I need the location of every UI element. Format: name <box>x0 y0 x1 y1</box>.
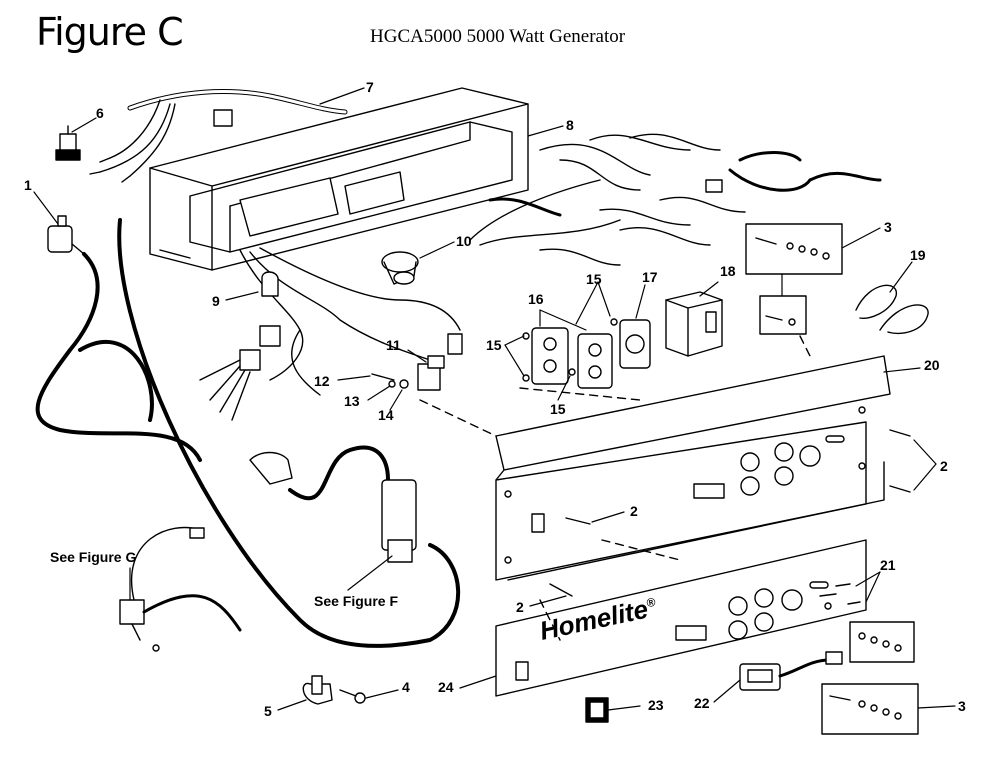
callout-2-b: 2 <box>630 503 638 519</box>
callout-3-b: 3 <box>958 698 966 714</box>
callout-5: 5 <box>264 703 272 719</box>
callout-7: 7 <box>366 79 374 95</box>
part-20-panel-bracket <box>495 355 911 597</box>
callout-13: 13 <box>344 393 360 409</box>
callout-21: 21 <box>880 557 896 573</box>
callout-2-c: 2 <box>516 599 524 615</box>
callout-4: 4 <box>402 679 410 695</box>
callout-18: 18 <box>720 263 736 279</box>
part-21-screws <box>819 583 861 610</box>
part-3-hardware-kit-upper <box>745 223 843 335</box>
figure-title: Figure C <box>36 10 184 54</box>
control-box-housing <box>149 87 529 271</box>
callout-24: 24 <box>438 679 454 695</box>
callout-20: 20 <box>924 357 940 373</box>
callout-leader-lines <box>33 87 956 711</box>
assembly-guide-lines <box>419 335 811 641</box>
callout-15-a: 15 <box>486 337 502 353</box>
callout-11: 11 <box>386 337 401 353</box>
upper-wire-harness <box>89 89 348 183</box>
part-17-outlet <box>619 319 651 369</box>
callout-6: 6 <box>96 105 104 121</box>
part-4-5-clamp-screw <box>302 675 366 705</box>
part-23-rocker-switch <box>585 697 609 723</box>
part-6-component <box>55 125 81 161</box>
figure-g-module <box>119 526 242 652</box>
callout-15-b: 15 <box>586 271 602 287</box>
callout-2-a: 2 <box>940 458 948 474</box>
part-11-switch <box>371 355 445 391</box>
callout-22: 22 <box>694 695 710 711</box>
part-9-clamp <box>261 271 279 297</box>
part-18-circuit-breaker <box>665 291 723 357</box>
callout-1: 1 <box>24 177 32 193</box>
callout-12: 12 <box>314 373 330 389</box>
callout-19: 19 <box>910 247 926 263</box>
callout-23: 23 <box>648 697 664 713</box>
part-22-hour-meter <box>739 651 843 691</box>
part-24-front-panel <box>495 539 867 697</box>
callout-16: 16 <box>528 291 544 307</box>
callout-8: 8 <box>566 117 574 133</box>
callout-15-c: 15 <box>550 401 566 417</box>
ignition-coil <box>249 451 417 563</box>
callout-3-a: 3 <box>884 219 892 235</box>
part-19-cable-ties <box>855 284 929 335</box>
see-figure-f-label: See Figure F <box>314 593 398 609</box>
callout-10: 10 <box>456 233 472 249</box>
part-10-grommet <box>381 251 419 285</box>
callout-17: 17 <box>642 269 658 285</box>
part-1-solenoid <box>47 215 85 255</box>
figure-subtitle: HGCA5000 5000 Watt Generator <box>370 26 626 47</box>
part-16-receptacles <box>522 318 618 389</box>
callout-9: 9 <box>212 293 220 309</box>
callout-14: 14 <box>378 407 394 423</box>
middle-wire-bundle <box>199 247 463 421</box>
part-3-hardware-kit-lower <box>821 621 919 735</box>
see-figure-g-label: See Figure G <box>50 549 136 565</box>
right-wire-leads <box>469 133 882 266</box>
main-heavy-cable <box>35 218 461 648</box>
